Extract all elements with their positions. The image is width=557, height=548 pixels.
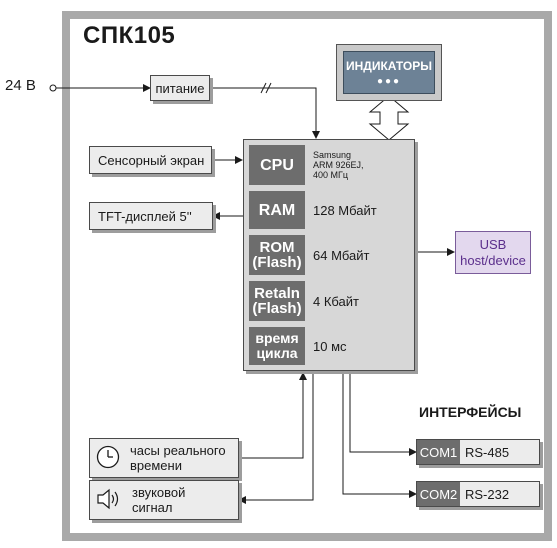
- line-cpu-com1: [349, 372, 417, 456]
- com1-block: COM1 RS-485: [416, 439, 540, 465]
- usb-line-2: host/device: [460, 252, 526, 268]
- input-terminal: [49, 84, 57, 92]
- retain-head: Retaln (Flash): [249, 281, 305, 321]
- interfaces-title: ИНТЕРФЕЙСЫ: [419, 404, 522, 420]
- power-input-label: 24 В: [5, 77, 36, 94]
- power-break-1: [260, 82, 267, 94]
- cpu-value-line-3: 400 МГц: [313, 170, 349, 180]
- cycle-value: 10 мс: [313, 338, 347, 354]
- speaker-icon: [96, 487, 122, 514]
- clock-line-1: часы реального: [130, 443, 226, 458]
- cpu-head: CPU: [249, 145, 305, 185]
- clock-block: часы реального времени: [89, 438, 239, 478]
- indicator-double-arrow: [368, 95, 410, 141]
- touch-screen-block: Сенсорный экран: [89, 146, 212, 174]
- com2-block: COM2 RS-232: [416, 481, 540, 507]
- com2-name: COM2: [417, 482, 460, 506]
- cpu-value-line-2: ARM 926EJ,: [313, 160, 364, 170]
- rom-value: 64 Мбайт: [313, 247, 370, 263]
- retain-value: 4 Кбайт: [313, 293, 360, 309]
- ram-value: 128 Мбайт: [313, 202, 377, 218]
- com2-type: RS-232: [465, 486, 510, 502]
- retain-head-line-2: (Flash): [252, 300, 302, 317]
- indicator-label: ИНДИКАТОРЫ: [346, 58, 432, 73]
- line-power-cpu: [210, 87, 320, 139]
- tft-display-block: TFT-дисплей 5'': [89, 202, 213, 230]
- sound-line-2: сигнал: [132, 500, 173, 515]
- power-break-2: [265, 82, 272, 94]
- cycle-head-line-1: время: [255, 330, 299, 346]
- cpu-value: Samsung ARM 926EJ, 400 МГц: [313, 145, 411, 185]
- sound-block: звуковой сигнал: [89, 480, 239, 520]
- device-title: СПК105: [83, 22, 176, 49]
- cycle-head-line-2: цикла: [256, 345, 298, 361]
- line-clock-cpu: [233, 372, 307, 462]
- usb-line-1: USB: [479, 236, 507, 252]
- rom-head: ROM (Flash): [249, 235, 305, 275]
- usb-block: USB host/device: [455, 231, 531, 274]
- rom-head-line-2: (Flash): [252, 254, 302, 271]
- cpu-value-line-1: Samsung: [313, 150, 352, 160]
- rom-head-line-1: ROM: [259, 239, 295, 256]
- tft-display-label: TFT-дисплей 5'': [98, 208, 192, 224]
- power-label: питание: [155, 80, 205, 96]
- sound-line-1: звуковой: [132, 485, 186, 500]
- touch-screen-label: Сенсорный экран: [98, 152, 205, 168]
- clock-line-2: времени: [130, 458, 182, 473]
- indicator-dots: ●●●: [376, 75, 402, 87]
- indicator-panel: ИНДИКАТОРЫ ●●●: [343, 51, 435, 94]
- retain-head-line-1: Retaln: [254, 285, 300, 302]
- cycle-head: время цикла: [249, 327, 305, 365]
- clock-icon: [96, 445, 120, 472]
- com1-type: RS-485: [465, 444, 510, 460]
- line-cpu-sound: [238, 373, 314, 504]
- com1-name: COM1: [417, 440, 460, 464]
- power-block: питание: [150, 75, 210, 101]
- ram-head: RAM: [249, 191, 305, 229]
- line-cpu-com2: [342, 372, 417, 498]
